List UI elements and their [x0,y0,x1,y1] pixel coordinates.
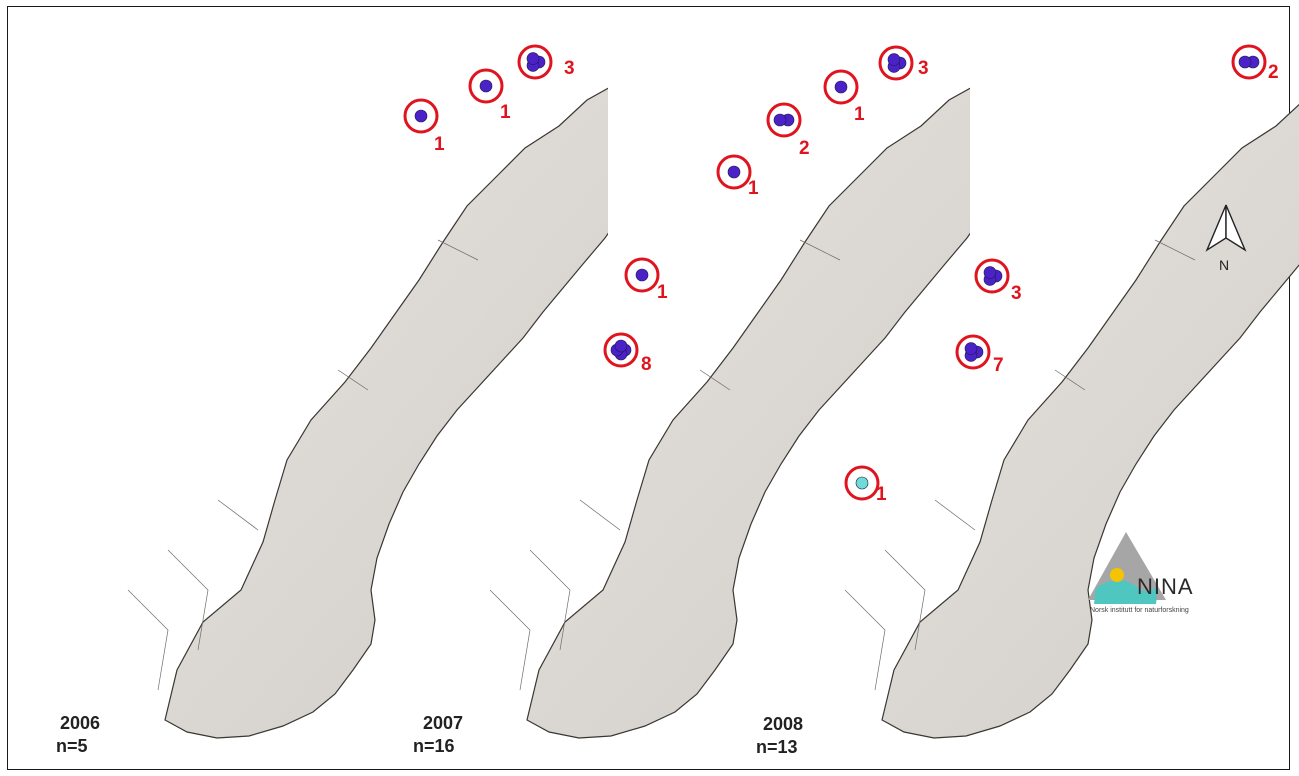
observation-circle [766,102,802,138]
observation-circle [1231,44,1267,80]
map-2006: 1 1 3 [127,44,608,740]
count-label: 7 [993,355,1004,376]
year-label-2006: 2006 [60,713,100,733]
observation-circle [468,68,504,104]
county-border [844,589,886,691]
observation-circle [844,465,880,501]
observation-dot [773,113,787,127]
observation-dot [887,53,901,66]
county-border [699,369,731,391]
observation-circle [823,69,859,105]
count-label: 1 [657,282,668,303]
logo-name: NINA [1137,574,1194,599]
observation-circle [603,332,639,368]
county-border [1154,239,1196,261]
county-border [217,499,259,531]
count-label: 3 [918,58,929,79]
observation-dot [614,339,628,353]
county-border [167,549,209,651]
map-2007: 3 1 2 1 1 8 [489,45,970,740]
n-label-2006: n=5 [56,736,88,756]
county-border [489,589,531,691]
observation-dot [834,80,848,94]
count-label: 3 [1011,283,1022,304]
count-label: 1 [748,178,759,199]
county-border [1054,369,1086,391]
observation-circle [517,44,553,80]
count-label: 1 [500,102,511,123]
observation-dot [479,79,493,93]
observation-circle [955,334,991,370]
north-arrow-icon: N [1205,204,1247,273]
observation-dot [635,268,649,282]
count-label: 1 [876,484,887,505]
county-border [337,369,369,391]
county-border [884,549,926,651]
county-border [529,549,571,651]
observation-circle [974,258,1010,294]
observation-circle [624,257,660,293]
observation-dot [414,109,428,123]
count-label: 2 [1268,62,1279,83]
count-label: 8 [641,354,652,375]
observation-circle [716,154,752,190]
north-label: N [1219,257,1229,273]
observation-dot [983,266,997,279]
n-label-2008: n=13 [756,737,798,757]
map-2008: 2 3 7 1 [844,44,1299,740]
observation-dot [727,165,741,179]
observation-dot [855,476,869,490]
observation-dot [964,342,978,355]
observation-circle [878,45,914,81]
county-border [127,589,169,691]
count-label: 1 [854,104,865,125]
county-border [579,499,621,531]
county-border [437,239,479,261]
county-border [934,499,976,531]
year-label-2007: 2007 [423,713,463,733]
count-label: 1 [434,134,445,155]
observation-dot [526,52,540,65]
nina-logo-icon: NINA Norsk institutt for naturforskning [1088,532,1194,614]
count-label: 3 [564,58,575,79]
county-border [799,239,841,261]
observation-circle [403,98,439,134]
observation-dot [1238,55,1252,69]
count-label: 2 [799,138,810,159]
n-label-2007: n=16 [413,736,455,756]
year-label-2008: 2008 [763,714,803,734]
logo-subtitle: Norsk institutt for naturforskning [1090,607,1189,614]
